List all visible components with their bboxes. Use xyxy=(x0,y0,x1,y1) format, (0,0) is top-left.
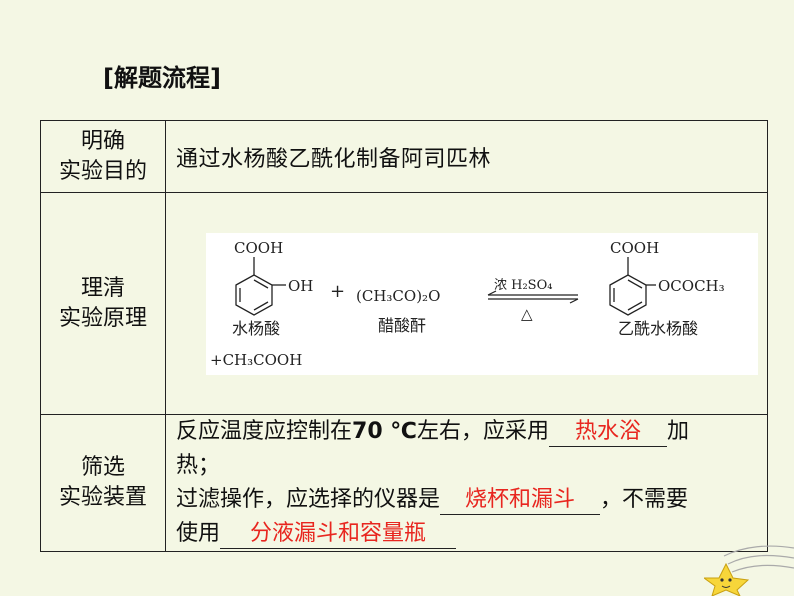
acetic-anhydride-name: 醋酸酐 xyxy=(378,316,426,335)
aspirin-ester-label: OCOCH₃ xyxy=(658,277,725,295)
answer-blank-1: 热水浴 xyxy=(548,418,667,447)
salicylic-acid-name: 水杨酸 xyxy=(232,319,280,338)
acetic-anhydride-formula: (CH₃CO)₂O xyxy=(356,287,440,305)
salicylic-oh-label: OH xyxy=(288,277,313,295)
plus-sign: + xyxy=(330,281,345,302)
reaction-equation-diagram: COOH OH 水杨酸 + (CH₃CO)₂O 醋酸酐 浓 H₂SO₄ △ xyxy=(206,232,758,375)
reaction-cell: COOH OH 水杨酸 + (CH₃CO)₂O 醋酸酐 浓 H₂SO₄ △ xyxy=(165,192,768,415)
experiment-goal-text: 通过水杨酸乙酰化制备阿司匹林 xyxy=(165,120,768,193)
row-label-apparatus: 筛选 实验装置 xyxy=(40,414,166,552)
reaction-arrow xyxy=(487,289,579,304)
apparatus-line-2: 热； xyxy=(176,453,221,478)
apparatus-line-1: 反应温度应控制在70 ℃左右，应采用热水浴加 xyxy=(176,415,759,449)
salicylic-cooh-label: COOH xyxy=(234,239,283,257)
catalyst-label: 浓 H₂SO₄ xyxy=(494,278,552,293)
aspirin-cooh-label: COOH xyxy=(610,239,659,257)
aspirin-name: 乙酰水杨酸 xyxy=(618,319,698,338)
aspirin-structure xyxy=(609,256,656,316)
apparatus-cell: 反应温度应控制在70 ℃左右，应采用热水浴加 热； 过滤操作，应选择的仪器是烧杯… xyxy=(165,414,768,552)
row-label-principle: 理清 实验原理 xyxy=(40,192,166,415)
salicylic-acid-structure xyxy=(235,256,286,316)
table-row-apparatus: 筛选 实验装置 反应温度应控制在70 ℃左右，应采用热水浴加 热； 过滤操作，应… xyxy=(40,414,768,552)
acetic-acid-byproduct: +CH₃COOH xyxy=(210,351,302,369)
section-title: [解题流程] xyxy=(103,64,221,92)
star-mascot-icon xyxy=(704,545,794,596)
row-label-goal: 明确 实验目的 xyxy=(40,120,166,193)
heat-symbol: △ xyxy=(521,305,533,323)
apparatus-line-4: 使用分液漏斗和容量瓶 xyxy=(176,517,759,551)
table-row-goal: 明确 实验目的 通过水杨酸乙酰化制备阿司匹林 xyxy=(40,120,768,193)
answer-blank-3: 分液漏斗和容量瓶 xyxy=(220,520,457,549)
apparatus-line-3: 过滤操作，应选择的仪器是烧杯和漏斗，不需要 xyxy=(176,483,759,517)
process-table: 明确 实验目的 通过水杨酸乙酰化制备阿司匹林 理清 实验原理 COOH xyxy=(40,120,768,552)
table-row-principle: 理清 实验原理 COOH OH 水杨酸 + (CH₃CO)₂O 醋酸 xyxy=(40,192,768,415)
answer-blank-2: 烧杯和漏斗 xyxy=(440,486,601,515)
